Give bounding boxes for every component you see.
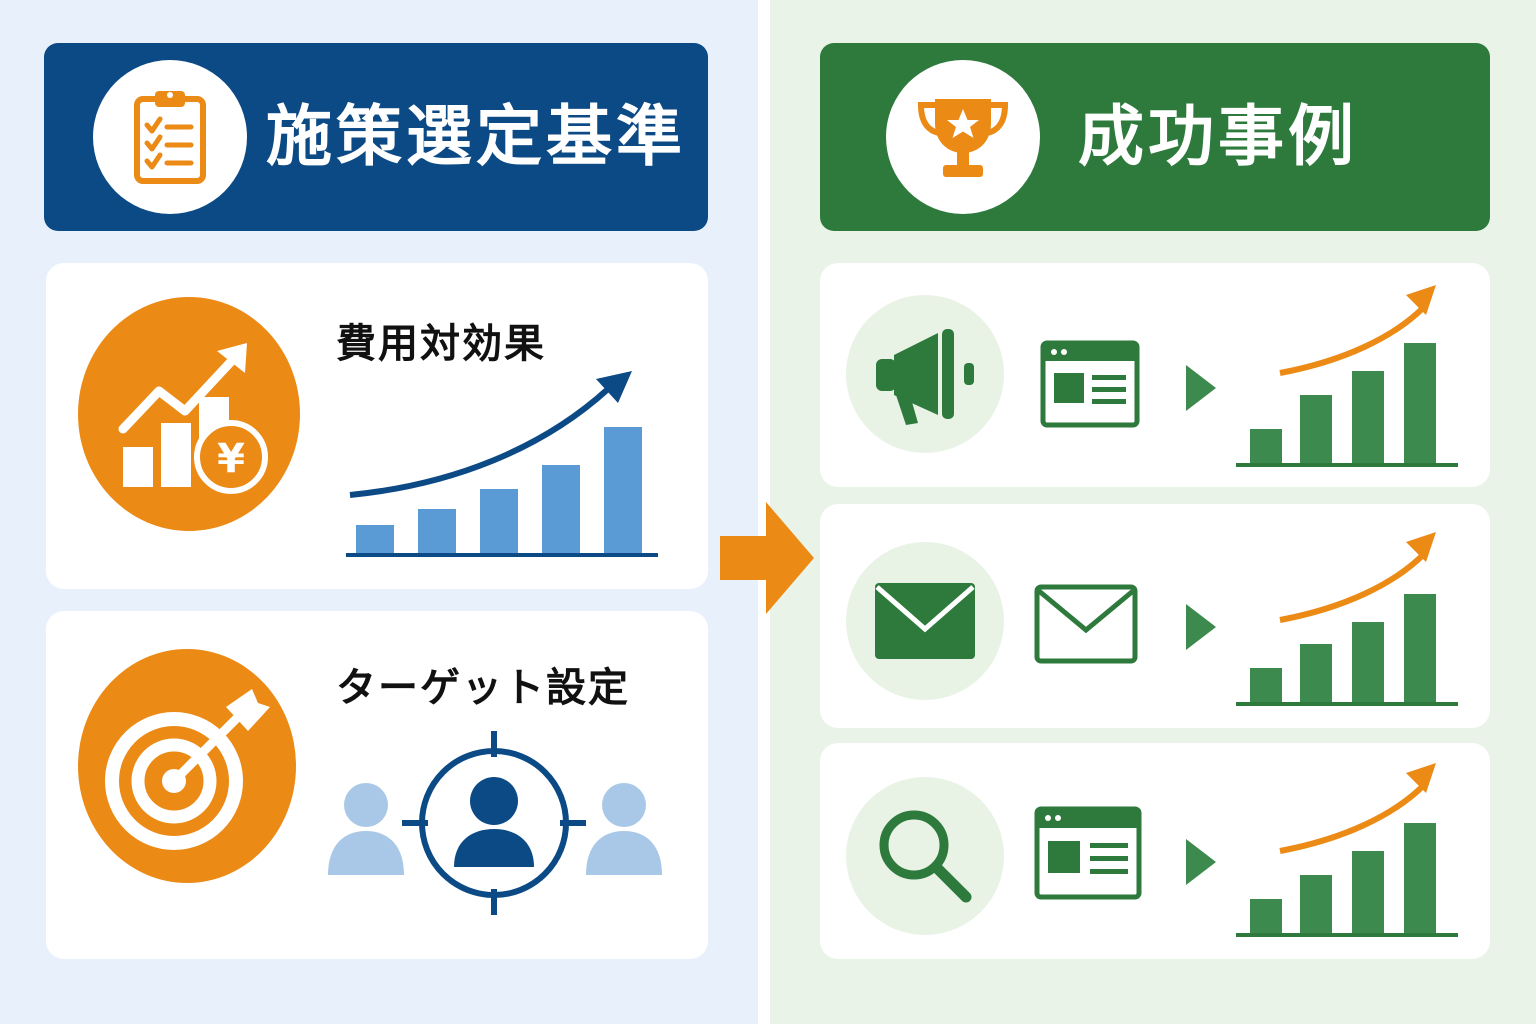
clipboard-checklist-icon (93, 60, 247, 214)
growth-chart-illustration (1236, 285, 1458, 467)
result-arrow-icon (1186, 839, 1216, 885)
megaphone-icon (846, 295, 1004, 453)
criteria-card-target: ターゲット設定 (46, 611, 708, 959)
criteria-header-title: 施策選定基準 (266, 98, 686, 175)
magnifier-icon (846, 777, 1004, 935)
trophy-star-icon (886, 60, 1040, 214)
success-case-card-search (820, 743, 1490, 959)
envelope-outline-icon (1034, 584, 1138, 664)
web-page-icon (1034, 806, 1142, 900)
web-page-icon (1040, 340, 1140, 428)
svg-text:¥: ¥ (217, 436, 245, 482)
result-arrow-icon (1186, 365, 1216, 411)
criteria-title-cost: 費用対効果 (336, 321, 546, 367)
growth-chart-illustration (1236, 763, 1458, 937)
yen-growth-chart-icon: ¥ (78, 297, 300, 531)
success-cases-header-title: 成功事例 (1078, 98, 1358, 175)
criteria-title-target: ターゲット設定 (336, 665, 630, 711)
growth-chart-illustration (1236, 532, 1458, 706)
envelope-filled-icon (846, 542, 1004, 700)
criteria-header: 施策選定基準 (44, 43, 708, 231)
criteria-card-cost: ¥ 費用対効果 (46, 263, 708, 589)
success-case-card-email (820, 504, 1490, 728)
success-cases-header: 成功事例 (820, 43, 1490, 231)
result-arrow-icon (1186, 604, 1216, 650)
success-case-card-ad (820, 263, 1490, 487)
flow-arrow-icon (720, 502, 814, 614)
rising-bar-chart-illustration (346, 371, 658, 557)
targeted-person-illustration (328, 731, 662, 915)
target-arrow-icon (78, 649, 296, 883)
